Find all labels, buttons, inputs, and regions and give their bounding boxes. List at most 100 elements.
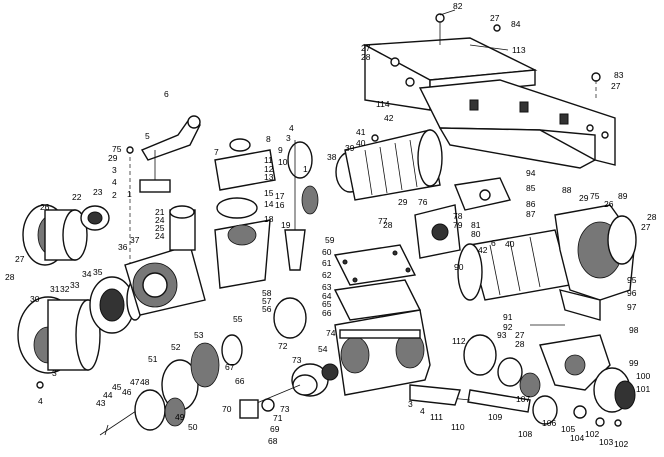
callout-3d: 3 xyxy=(408,399,413,409)
callout-61: 61 xyxy=(322,258,332,268)
output-shaft xyxy=(36,381,186,436)
callout-1b: 1 xyxy=(303,164,308,174)
callout-73: 73 xyxy=(292,355,302,365)
callout-89: 89 xyxy=(618,191,628,201)
callout-28a: 28 xyxy=(361,52,371,62)
callout-55: 55 xyxy=(233,314,243,324)
callout-81: 81 xyxy=(471,220,481,230)
callout-84: 84 xyxy=(511,19,521,29)
callout-2: 2 xyxy=(112,190,117,200)
callout-53: 53 xyxy=(194,330,204,340)
callout-12: 12 xyxy=(264,164,274,174)
callout-85: 85 xyxy=(526,183,536,193)
callout-58: 58 xyxy=(262,288,272,298)
callout-36: 36 xyxy=(118,242,128,252)
callout-90: 90 xyxy=(454,262,464,272)
callout-8: 8 xyxy=(266,134,271,144)
main-gearbox-housing xyxy=(334,309,431,396)
callout-95: 95 xyxy=(627,275,637,285)
callout-41: 41 xyxy=(356,127,366,137)
callout-17: 17 xyxy=(275,191,285,201)
callout-100: 100 xyxy=(636,371,650,381)
upper-gear-shaft xyxy=(214,138,319,289)
callout-102b: 102 xyxy=(614,439,628,449)
callout-107: 107 xyxy=(516,394,530,404)
callout-24a: 24 xyxy=(155,215,165,225)
callout-30: 30 xyxy=(30,294,40,304)
right-lower-parts xyxy=(463,324,636,427)
callout-22: 22 xyxy=(72,192,82,202)
callout-101: 101 xyxy=(636,384,650,394)
callout-76: 76 xyxy=(418,197,428,207)
callout-63: 63 xyxy=(322,282,332,292)
callout-113: 113 xyxy=(512,45,526,55)
cover-plate xyxy=(414,177,511,259)
callout-70: 70 xyxy=(222,404,232,414)
callout-49: 49 xyxy=(175,412,185,422)
callout-10: 10 xyxy=(278,157,288,167)
callout-16: 16 xyxy=(275,200,285,210)
callout-50: 50 xyxy=(188,422,198,432)
callout-21: 21 xyxy=(155,207,165,217)
top-gasket xyxy=(333,244,422,321)
callout-14: 14 xyxy=(264,199,274,209)
callout-68: 68 xyxy=(268,436,278,446)
right-housing xyxy=(457,204,637,321)
callout-99: 99 xyxy=(629,358,639,368)
callout-27f: 27 xyxy=(515,330,525,340)
transfer-housing xyxy=(124,205,206,316)
callout-56: 56 xyxy=(262,304,272,314)
callout-4a: 4 xyxy=(112,177,117,187)
callout-46: 46 xyxy=(122,387,132,397)
callout-23: 23 xyxy=(93,187,103,197)
callout-112: 112 xyxy=(452,336,466,346)
callout-45: 45 xyxy=(112,382,122,392)
callout-25: 25 xyxy=(155,223,165,233)
spline-housing xyxy=(335,129,443,201)
callout-19: 19 xyxy=(281,220,291,230)
callout-38: 38 xyxy=(327,152,337,162)
callout-83: 83 xyxy=(614,70,624,80)
callout-92: 92 xyxy=(503,322,513,332)
callout-94: 94 xyxy=(526,168,536,178)
callout-13: 13 xyxy=(264,172,274,182)
callout-98: 98 xyxy=(629,325,639,335)
callout-11: 11 xyxy=(264,155,273,165)
callout-3c: 3 xyxy=(52,368,57,378)
callout-15: 15 xyxy=(264,188,274,198)
callout-39: 39 xyxy=(345,143,355,153)
leader-lines xyxy=(104,9,509,436)
callout-29b: 29 xyxy=(579,193,589,203)
fork-assembly xyxy=(239,374,318,419)
callout-31: 31 xyxy=(50,284,60,294)
callout-88: 88 xyxy=(562,185,572,195)
callout-3a: 3 xyxy=(112,165,117,175)
callout-67: 67 xyxy=(225,362,235,372)
callout-87: 87 xyxy=(526,209,536,219)
callout-35: 35 xyxy=(93,267,103,277)
callout-18: 18 xyxy=(264,214,274,224)
callout-54: 54 xyxy=(318,344,328,354)
callout-29a: 29 xyxy=(108,153,118,163)
callout-52: 52 xyxy=(171,342,181,352)
callout-78: 78 xyxy=(453,211,463,221)
callout-48: 48 xyxy=(140,377,150,387)
callout-28e: 28 xyxy=(515,339,525,349)
callout-28d: 28 xyxy=(383,220,393,230)
callout-42a: 42 xyxy=(384,113,394,123)
left-end-cover xyxy=(17,276,144,374)
callout-110: 110 xyxy=(451,422,465,432)
left-flange xyxy=(22,204,110,266)
callout-74: 74 xyxy=(326,328,336,338)
callout-66: 66 xyxy=(322,308,332,318)
callout-71: 71 xyxy=(273,413,283,423)
callout-4d: 4 xyxy=(420,406,425,416)
callout-57: 57 xyxy=(262,296,272,306)
callout-24b: 24 xyxy=(155,231,165,241)
callout-66b: 66 xyxy=(235,376,245,386)
callout-40b: 40 xyxy=(505,239,515,249)
callout-28c: 28 xyxy=(647,212,657,222)
callout-75b: 75 xyxy=(590,191,600,201)
callout-108: 108 xyxy=(518,429,532,439)
callout-93: 93 xyxy=(497,330,507,340)
